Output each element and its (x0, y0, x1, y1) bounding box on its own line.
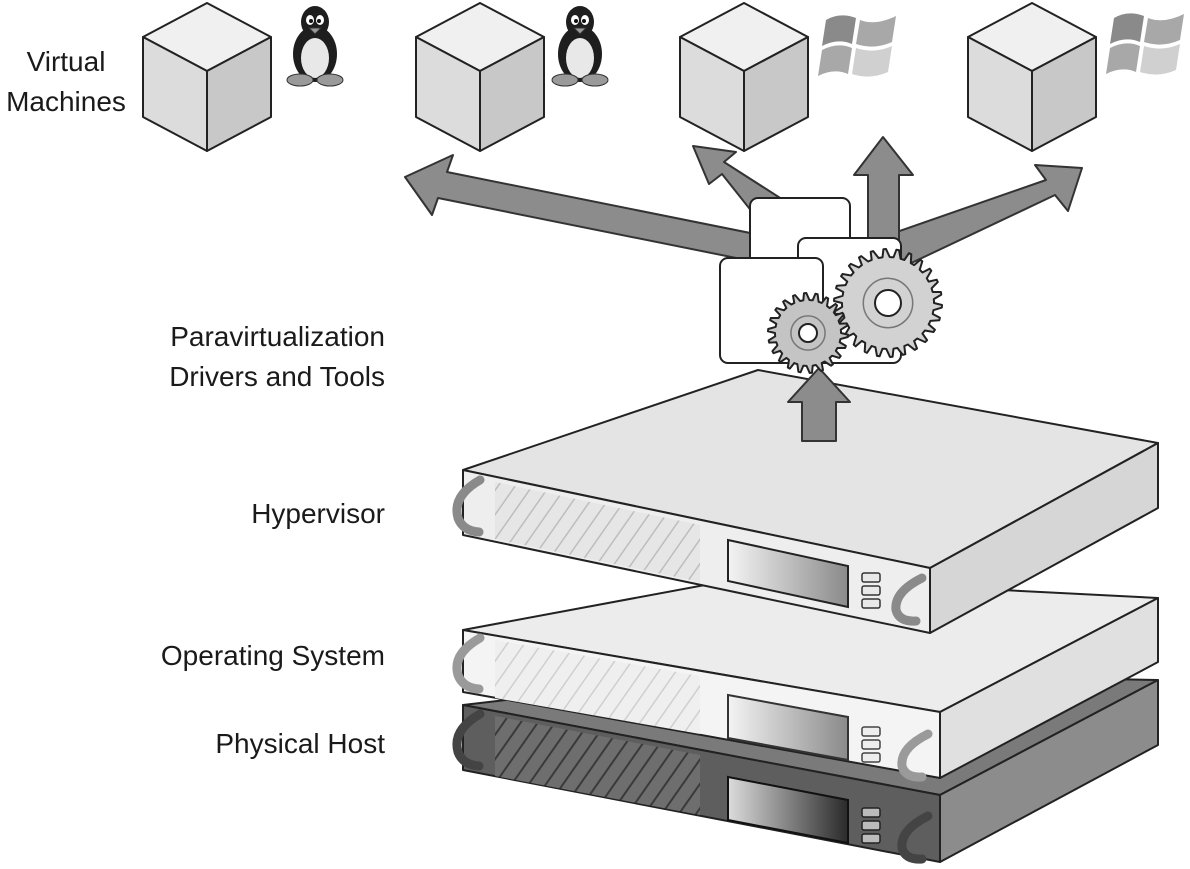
hypervisor-server (452, 369, 1159, 634)
virtual-machine-cube-3 (679, 2, 809, 152)
windows-logo-icon (1106, 13, 1184, 75)
virtual-machines-label: Virtual Machines (0, 42, 132, 122)
physical-host-label: Physical Host (215, 728, 385, 759)
virtual-machine-cube-1 (142, 2, 272, 152)
hypervisor-label: Hypervisor (251, 498, 385, 529)
virtual-machine-cube-2 (415, 2, 545, 152)
virtual-machines-label-line1: Virtual (26, 46, 106, 77)
arrow-up-from-hypervisor (787, 367, 851, 442)
virtual-machines-label-line2: Machines (6, 86, 126, 117)
arrow-up-right (853, 136, 914, 249)
paravirtualization-label-line1: Paravirtualization (170, 321, 385, 352)
paravirtualization-label-line2: Drivers and Tools (169, 361, 385, 392)
gear-icon (833, 248, 943, 358)
virtual-machine-cube-4 (967, 2, 1097, 152)
gear-icon (767, 292, 849, 374)
arrow-to-vm-1 (404, 154, 786, 267)
operating-system-label: Operating System (160, 640, 385, 671)
arrow-to-vm-4 (887, 164, 1083, 267)
paravirtualization-label: Paravirtualization Drivers and Tools (90, 317, 385, 397)
linux-penguin-icon (551, 6, 609, 87)
linux-penguin-icon (286, 6, 344, 87)
operating-system-server (452, 576, 1159, 782)
windows-logo-icon (818, 15, 896, 77)
